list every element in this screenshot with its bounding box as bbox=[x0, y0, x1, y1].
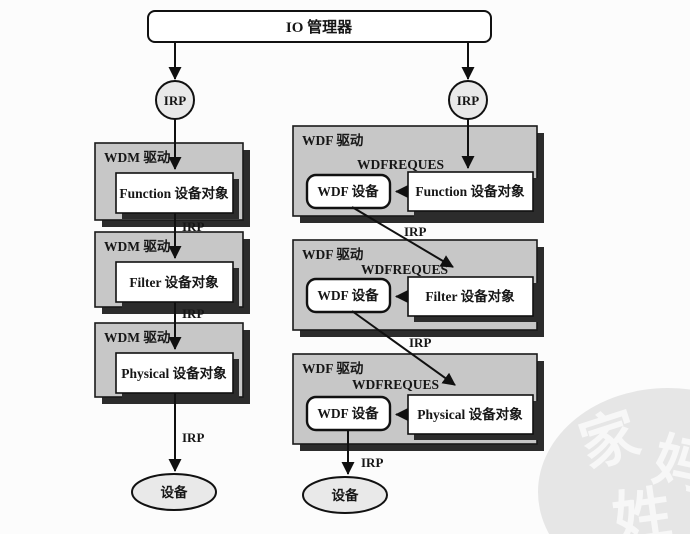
wdf-device-box bbox=[305, 277, 392, 314]
wdf-driver-label: WDF 驱动 bbox=[302, 132, 364, 148]
irp-node-right: IRP bbox=[448, 80, 488, 120]
watermark-blob bbox=[538, 388, 690, 534]
wdfrequest-label: WDFREQUES bbox=[352, 377, 439, 392]
wdm-driver-label: WDM 驱动 bbox=[104, 238, 171, 254]
wdf-device-label: WDF 设备 bbox=[317, 287, 379, 303]
io-manager: IO 管理器 bbox=[147, 10, 492, 43]
physical-device-object-label: Physical 设备对象 bbox=[121, 365, 227, 381]
wdf-device-label: WDF 设备 bbox=[317, 405, 379, 421]
wdm-driver-label: WDM 驱动 bbox=[104, 149, 171, 165]
irp-label: IRP bbox=[404, 224, 426, 239]
function-device-object-label: Function 设备对象 bbox=[415, 183, 525, 199]
wdf-driver-box-physical: WDF 驱动 WDFREQUES Physical 设备对象 WDF 设备 bbox=[292, 353, 544, 451]
wdf-driver-label: WDF 驱动 bbox=[302, 360, 364, 376]
wdm-driver-box-physical: WDM 驱动 Physical 设备对象 bbox=[94, 322, 250, 404]
wdf-driver-box-filter: WDF 驱动 WDFREQUES Filter 设备对象 WDF 设备 bbox=[292, 239, 544, 337]
io-manager-box bbox=[147, 10, 492, 43]
arrow-wdfdevice-to-filter bbox=[351, 206, 454, 268]
wdm-driver-box-function: WDM 驱动 Function 设备对象 bbox=[94, 142, 250, 227]
device-label: 设备 bbox=[161, 484, 188, 500]
filter-device-object-label: Filter 设备对象 bbox=[129, 274, 219, 290]
wdfrequest-label: WDFREQUES bbox=[361, 262, 448, 277]
irp-label: IRP bbox=[182, 219, 204, 234]
watermark-glyph: 姓 bbox=[609, 480, 675, 534]
wdf-device-label: WDF 设备 bbox=[317, 183, 379, 199]
irp-label: IRP bbox=[409, 335, 431, 350]
filter-device-object-label: Filter 设备对象 bbox=[425, 288, 515, 304]
wdm-driver-label: WDM 驱动 bbox=[104, 329, 171, 345]
wdm-driver-box-filter: WDM 驱动 Filter 设备对象 bbox=[94, 231, 250, 314]
irp-node-right-label: IRP bbox=[457, 93, 479, 108]
device-node-left: 设备 bbox=[131, 473, 217, 511]
arrow-wdfdevice-to-physical bbox=[351, 310, 456, 386]
device-label: 设备 bbox=[332, 487, 359, 503]
wdfrequest-label: WDFREQUES bbox=[357, 157, 444, 172]
irp-node-left-label: IRP bbox=[164, 93, 186, 108]
irp-node-left: IRP bbox=[155, 80, 195, 120]
physical-device-object-label: Physical 设备对象 bbox=[417, 406, 523, 422]
irp-label: IRP bbox=[182, 306, 204, 321]
wdf-driver-box-function: WDF 驱动 WDFREQUES Function 设备对象 WDF 设备 bbox=[292, 125, 544, 223]
device-node-right: 设备 bbox=[302, 476, 388, 514]
function-device-object-label: Function 设备对象 bbox=[119, 185, 229, 201]
io-manager-label: IO 管理器 bbox=[286, 18, 353, 36]
wdf-driver-label: WDF 驱动 bbox=[302, 246, 364, 262]
wdf-device-box bbox=[305, 173, 392, 210]
irp-label: IRP bbox=[182, 430, 204, 445]
irp-label: IRP bbox=[361, 455, 383, 470]
watermark: 家 妈 姓 bbox=[538, 388, 690, 534]
